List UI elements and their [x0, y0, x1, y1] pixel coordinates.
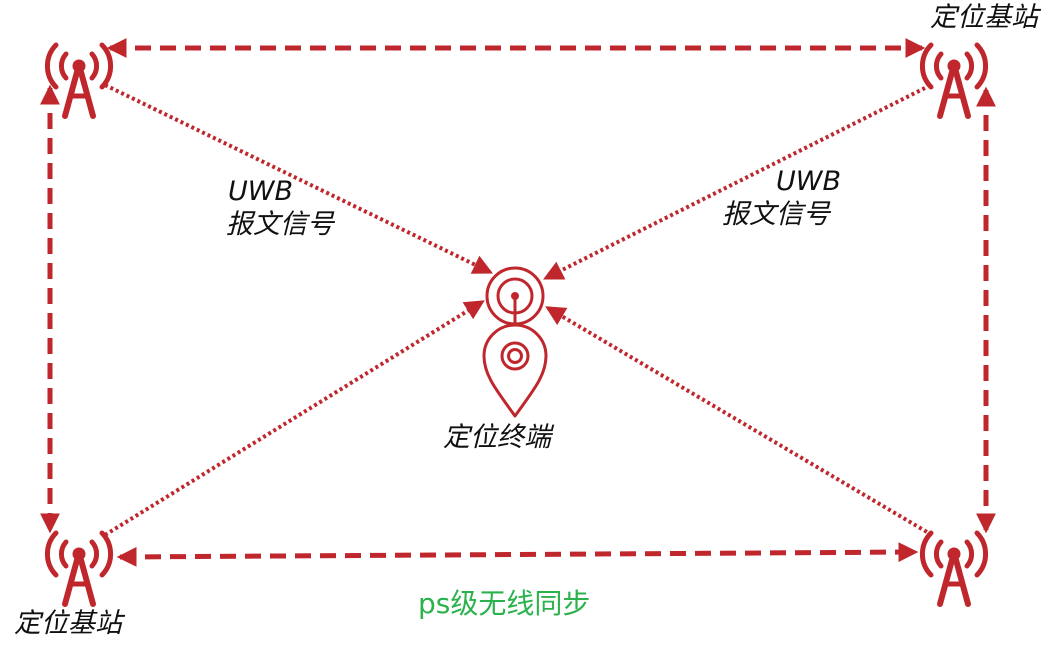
signal-link-bottom-left — [103, 300, 485, 537]
signal-link-top-left — [104, 83, 493, 274]
radio-tower-icon — [47, 45, 110, 116]
radio-tower-icon — [922, 45, 985, 116]
sync-link-bottom — [116, 542, 919, 567]
location-pin-icon — [482, 323, 548, 418]
sync-label: ps级无线同步 — [418, 587, 591, 620]
radio-tower-icon — [47, 533, 110, 604]
signal-label-right-line2: 报文信号 — [722, 199, 830, 230]
signal-link-top-right — [543, 86, 926, 280]
signal-label-right-line1: UWB — [776, 166, 841, 197]
signal-label-left-line1: UWB — [228, 176, 293, 207]
radio-tower-icon — [922, 533, 985, 604]
signal-link-bottom-right — [545, 306, 934, 537]
signal-label-left-line2: 报文信号 — [226, 209, 334, 240]
base-station-label-bottom-left: 定位基站 — [14, 608, 122, 639]
base-station-label-top-right: 定位基站 — [930, 2, 1038, 33]
antenna-signal-icon — [485, 266, 545, 326]
sync-links — [40, 38, 996, 567]
signal-links — [103, 83, 934, 537]
positioning-terminal — [482, 266, 548, 418]
terminal-label: 定位终端 — [443, 422, 551, 453]
